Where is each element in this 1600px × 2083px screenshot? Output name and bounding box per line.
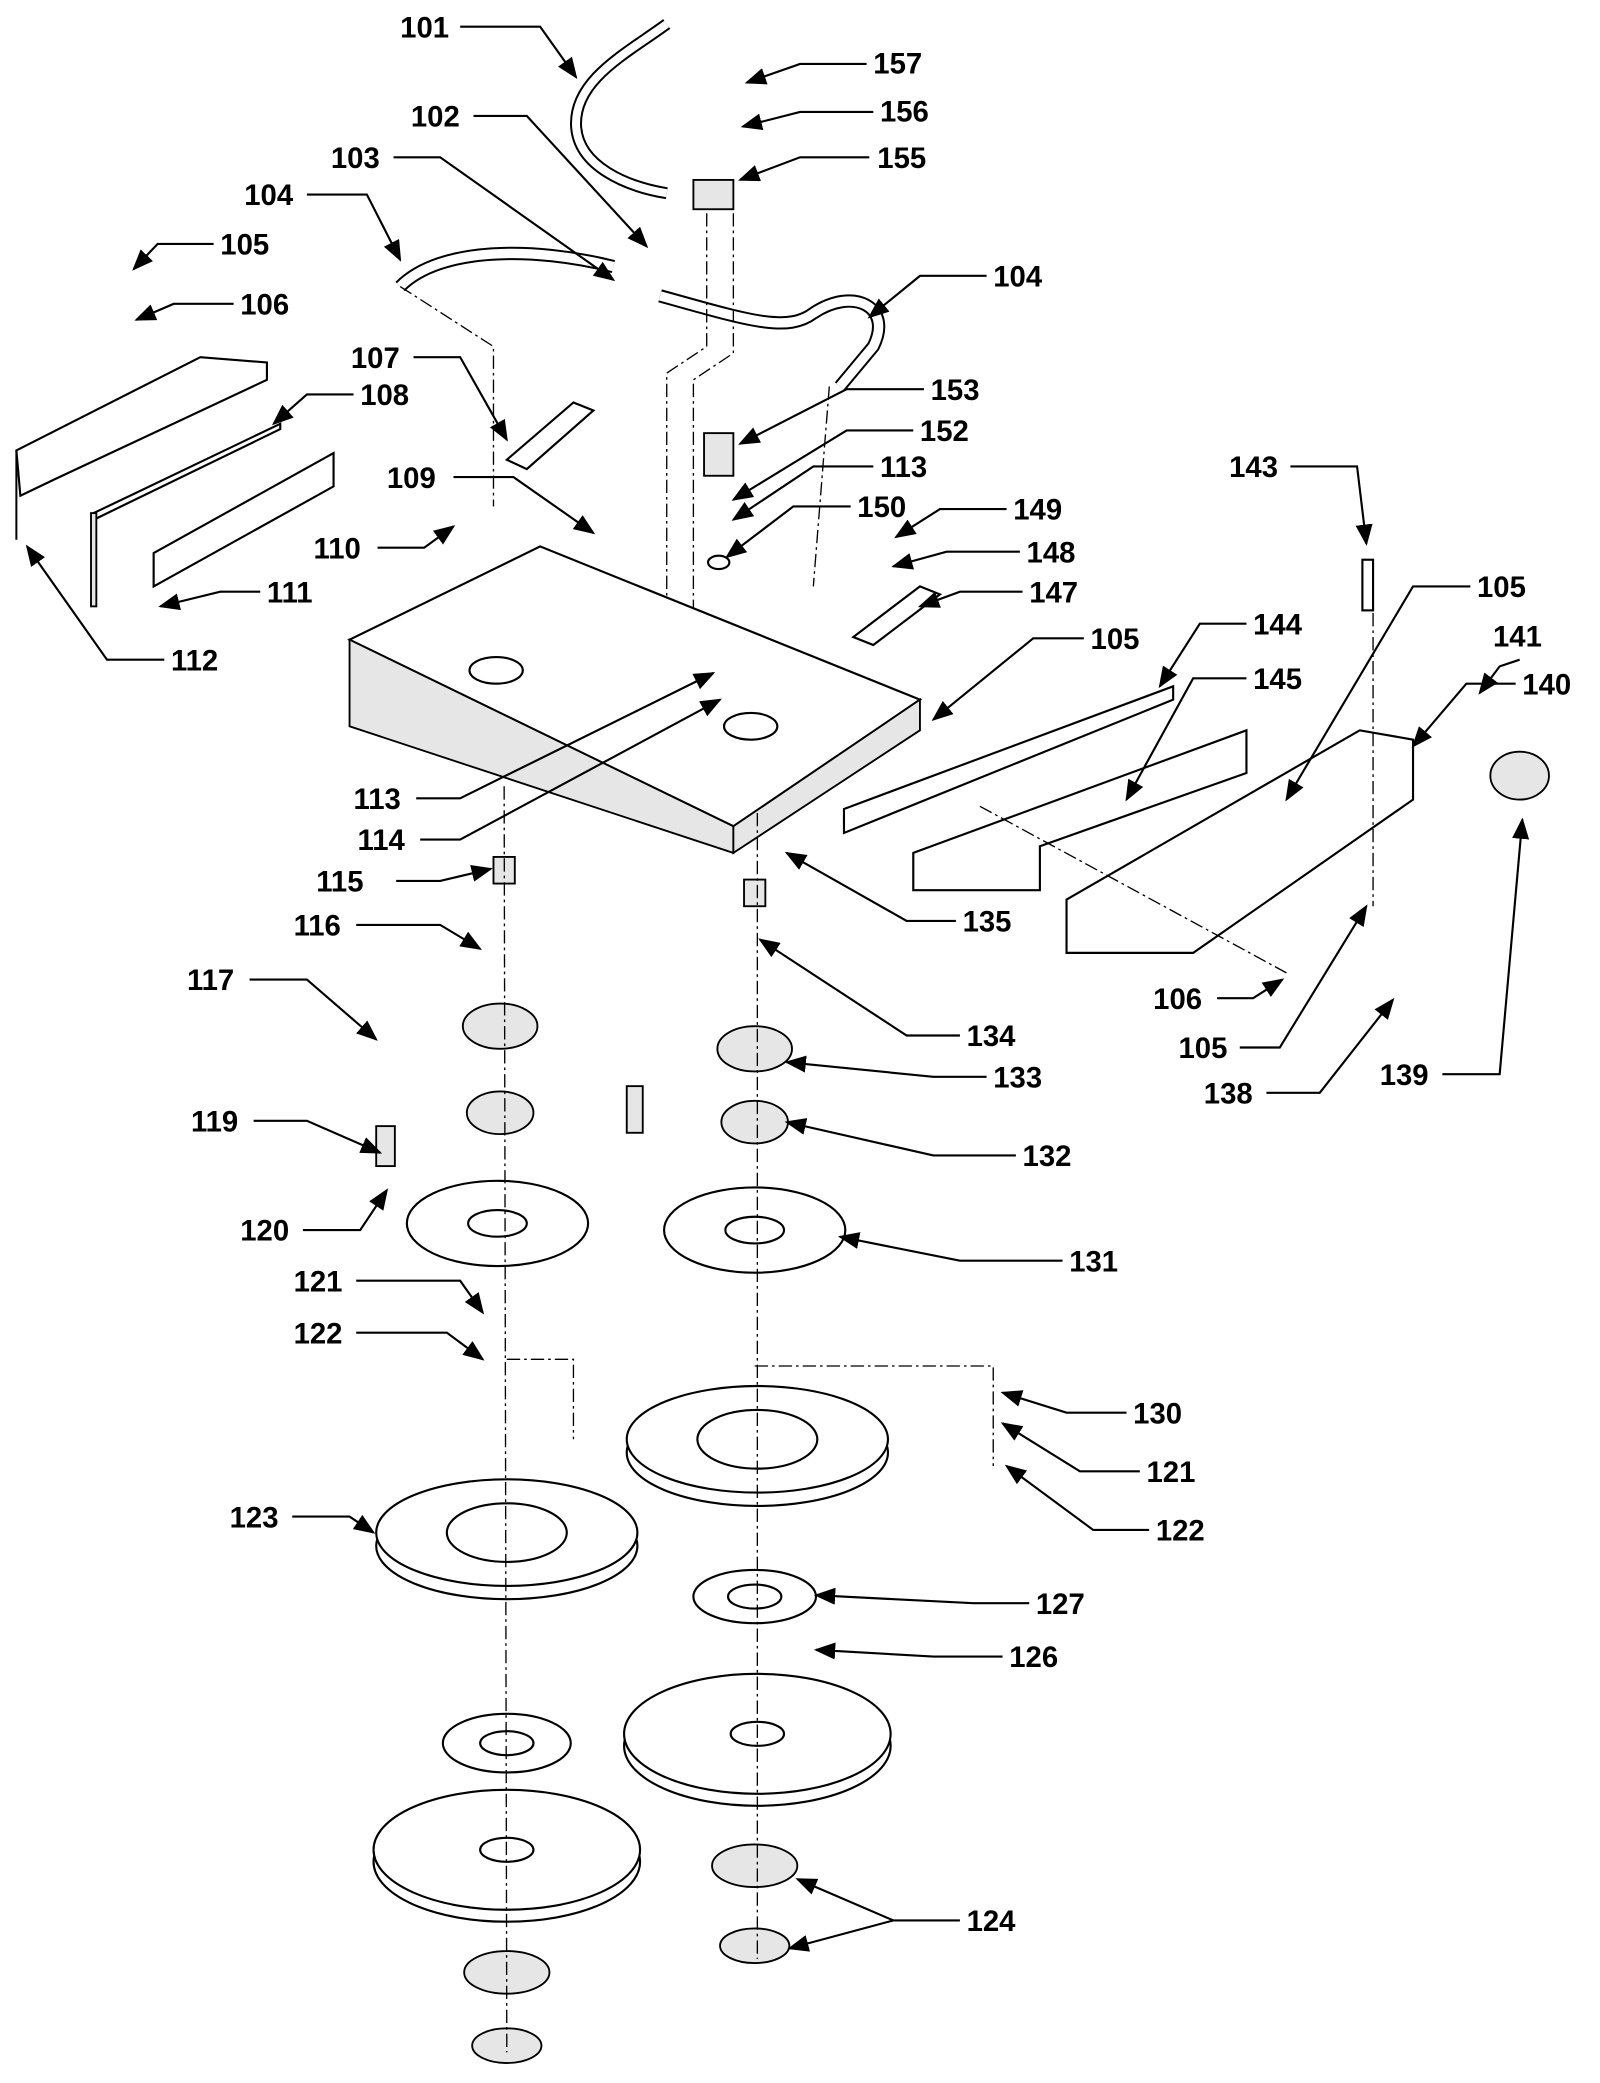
label-144: 144 (1253, 608, 1303, 641)
label-103: 103 (331, 142, 380, 175)
label-105-bottom: 105 (1178, 1032, 1227, 1065)
label-111: 111 (267, 576, 313, 609)
side-plate-145 (912, 728, 1248, 892)
bracket-107 (504, 401, 596, 471)
label-107: 107 (351, 342, 400, 375)
label-133: 133 (993, 1061, 1042, 1094)
label-101: 101 (400, 11, 449, 44)
callouts: 101 157 156 155 102 103 104 104 105 106 … (25, 11, 1571, 1952)
plate-111 (152, 451, 335, 589)
label-106-right: 106 (1153, 983, 1202, 1016)
label-155: 155 (877, 142, 926, 175)
hub-133-left (461, 1002, 539, 1050)
label-130: 130 (1133, 1397, 1182, 1430)
latch-119 (375, 1125, 396, 1168)
label-124: 124 (967, 1905, 1017, 1938)
flange-132-right (720, 1099, 789, 1145)
label-110: 110 (314, 532, 361, 565)
bracket-147 (851, 585, 943, 647)
label-121-right: 121 (1147, 1456, 1196, 1489)
label-105-mid: 105 (1091, 623, 1140, 656)
label-104-right: 104 (993, 261, 1043, 294)
side-plate-144 (842, 684, 1175, 835)
label-119: 119 (191, 1105, 238, 1138)
label-147: 147 (1029, 576, 1078, 609)
label-138: 138 (1204, 1077, 1253, 1110)
label-123: 123 (230, 1501, 279, 1534)
coil-spring-153 (703, 432, 735, 477)
valve-155 (692, 178, 735, 211)
label-120: 120 (240, 1215, 289, 1248)
label-150: 150 (857, 491, 906, 524)
label-126: 126 (1009, 1641, 1058, 1674)
label-140: 140 (1522, 668, 1571, 701)
label-127: 127 (1036, 1588, 1085, 1621)
label-117: 117 (187, 964, 234, 997)
roller-139 (1489, 750, 1550, 801)
label-122-left: 122 (294, 1317, 343, 1350)
flange-132-left (465, 1090, 535, 1136)
label-149: 149 (1013, 494, 1062, 527)
bearing-124 (711, 1843, 799, 1889)
cable-101 (570, 19, 671, 200)
label-113-top: 113 (880, 451, 927, 484)
label-135: 135 (963, 906, 1012, 939)
hub-133-right (716, 1025, 793, 1073)
label-143: 143 (1229, 451, 1278, 484)
label-121-left: 121 (294, 1265, 343, 1298)
label-148: 148 (1027, 536, 1076, 569)
bracket-112 (15, 356, 268, 498)
label-114: 114 (358, 824, 406, 857)
label-152: 152 (920, 415, 969, 448)
label-108: 108 (360, 379, 409, 412)
label-105-right: 105 (1477, 571, 1526, 604)
label-102: 102 (411, 101, 460, 134)
label-134: 134 (967, 1020, 1017, 1053)
label-145: 145 (1253, 663, 1302, 696)
label-105-top: 105 (220, 229, 269, 262)
label-122-right: 122 (1156, 1515, 1205, 1548)
label-112: 112 (171, 644, 218, 677)
label-106-top: 106 (240, 289, 289, 322)
label-116: 116 (294, 910, 341, 943)
label-109: 109 (387, 462, 436, 495)
label-139: 139 (1380, 1059, 1429, 1092)
label-141: 141 (1493, 620, 1542, 653)
label-132: 132 (1023, 1140, 1072, 1173)
label-156: 156 (880, 95, 929, 128)
label-104-left: 104 (244, 179, 294, 212)
label-153: 153 (931, 374, 980, 407)
label-131: 131 (1069, 1245, 1118, 1278)
label-157: 157 (873, 47, 922, 80)
parts (15, 19, 1550, 2064)
frame-140 (1065, 729, 1415, 954)
label-115: 115 (316, 866, 363, 899)
label-113-bottom: 113 (354, 783, 401, 816)
